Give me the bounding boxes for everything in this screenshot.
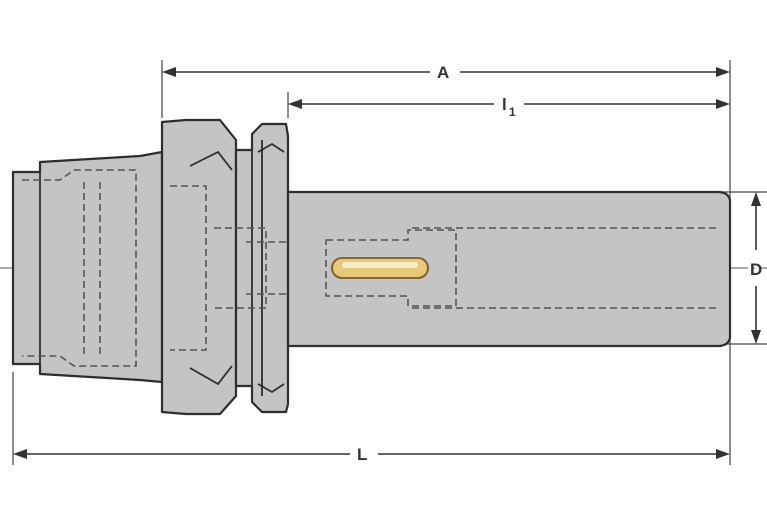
dim-d-label: D xyxy=(750,260,762,279)
dim-l1-label: l xyxy=(502,95,507,114)
dim-d-arrow-top xyxy=(751,192,761,206)
ring-inner-hidden xyxy=(214,227,290,309)
dim-l1-arrow-left xyxy=(288,99,302,109)
shank-inner-groove xyxy=(83,182,101,354)
slot-pocket-hidden xyxy=(325,229,457,307)
dim-a-label: A xyxy=(437,63,449,82)
dim-l-arrow-right xyxy=(716,449,730,459)
dim-a-arrow-left xyxy=(162,67,176,77)
coolant-slot-shine xyxy=(342,262,418,268)
shank-inner-bore xyxy=(22,169,137,367)
dim-l1-arrow-right xyxy=(716,99,730,109)
dim-a-arrow-right xyxy=(716,67,730,77)
flange-body xyxy=(160,118,238,416)
dim-l-label: L xyxy=(357,445,367,464)
dim-l1-subscript: 1 xyxy=(509,105,516,119)
dim-d-arrow-bottom xyxy=(751,330,761,344)
flange-v-groove xyxy=(189,150,233,386)
flange-inner-hidden xyxy=(170,185,207,351)
ring-notch xyxy=(257,142,285,394)
shank-body xyxy=(11,150,164,384)
extension-bore-hidden xyxy=(412,227,718,309)
extension-body xyxy=(286,190,732,348)
dim-l-arrow-left xyxy=(13,449,27,459)
